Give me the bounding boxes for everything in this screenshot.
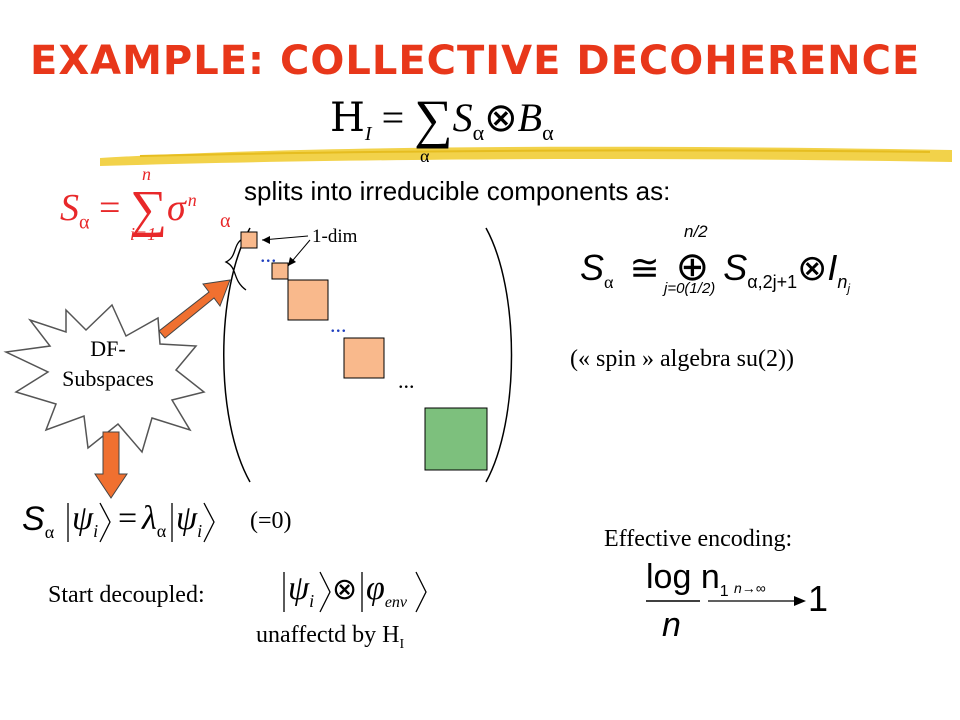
df-label-line1: DF- bbox=[90, 336, 126, 361]
arrow-down bbox=[94, 431, 128, 499]
s-def-sigma-sub: α bbox=[220, 210, 231, 232]
ellipsis-3: ... bbox=[398, 368, 415, 393]
eigen-equation: Sα bbox=[22, 500, 55, 542]
start-decoupled-label: Start decoupled: bbox=[48, 582, 205, 608]
s-def-sum-lower: i=1 bbox=[130, 224, 157, 244]
decomp-upper: n/2 bbox=[684, 222, 708, 241]
matrix-right-paren bbox=[485, 227, 513, 483]
block-medium-a bbox=[287, 279, 329, 321]
eigen-zero-note: (=0) bbox=[250, 508, 292, 534]
encoding-denominator: n bbox=[662, 606, 681, 644]
decomp-lower: j=0(1/2) bbox=[664, 280, 716, 297]
limit-arrow-head bbox=[794, 596, 806, 606]
hamiltonian-sum-index: α bbox=[420, 146, 430, 166]
block-large bbox=[424, 407, 488, 471]
block-1dim-a bbox=[240, 231, 258, 249]
df-subspaces-burst bbox=[3, 303, 206, 454]
slide-title: Example: collective decoherence bbox=[30, 38, 921, 84]
eigen-psi-2: ψi bbox=[176, 500, 203, 541]
splits-text: splits into irreducible components as: bbox=[244, 176, 671, 206]
arrow-to-blocks bbox=[158, 279, 231, 339]
df-label-line2: Subspaces bbox=[62, 366, 154, 391]
matrix-left-paren bbox=[223, 227, 251, 483]
ellipsis-1: ... bbox=[260, 242, 277, 267]
effective-encoding-label: Effective encoding: bbox=[604, 526, 793, 552]
eigen-equals: = bbox=[118, 500, 138, 537]
s-def-sum-upper: n bbox=[142, 164, 151, 184]
title-underline-brush bbox=[100, 146, 952, 166]
product-otimes: ⊗ bbox=[332, 573, 358, 606]
small-blocks-brace bbox=[224, 237, 247, 291]
decomposition-formula: Sα ≅ ⊕ Sα,2j+1⊗Inj bbox=[580, 245, 851, 296]
eigen-psi-1: ψi bbox=[72, 500, 99, 541]
product-ket-strokes bbox=[283, 571, 427, 613]
product-psi: ψi bbox=[288, 570, 315, 611]
df-subspaces-label: DF- Subspaces bbox=[38, 334, 178, 394]
hamiltonian-equation: HI = ∑Sα⊗Bα bbox=[330, 89, 554, 149]
ellipsis-2: ... bbox=[330, 312, 347, 337]
spin-algebra-note: (« spin » algebra su(2)) bbox=[570, 346, 794, 372]
encoding-numerator: log n1 bbox=[646, 558, 729, 600]
block-1dim-b bbox=[271, 262, 289, 280]
block-medium-b bbox=[343, 337, 385, 379]
encoding-result: 1 bbox=[808, 578, 829, 619]
unaffected-note: unaffectd by HI bbox=[256, 622, 405, 652]
one-dim-label: 1-dim bbox=[312, 226, 358, 247]
eigen-lambda: λα bbox=[142, 500, 167, 541]
limit-arrow-label: n→∞ bbox=[734, 580, 766, 596]
product-phi: φenv bbox=[366, 570, 408, 611]
eigen-ket-strokes bbox=[67, 502, 215, 543]
